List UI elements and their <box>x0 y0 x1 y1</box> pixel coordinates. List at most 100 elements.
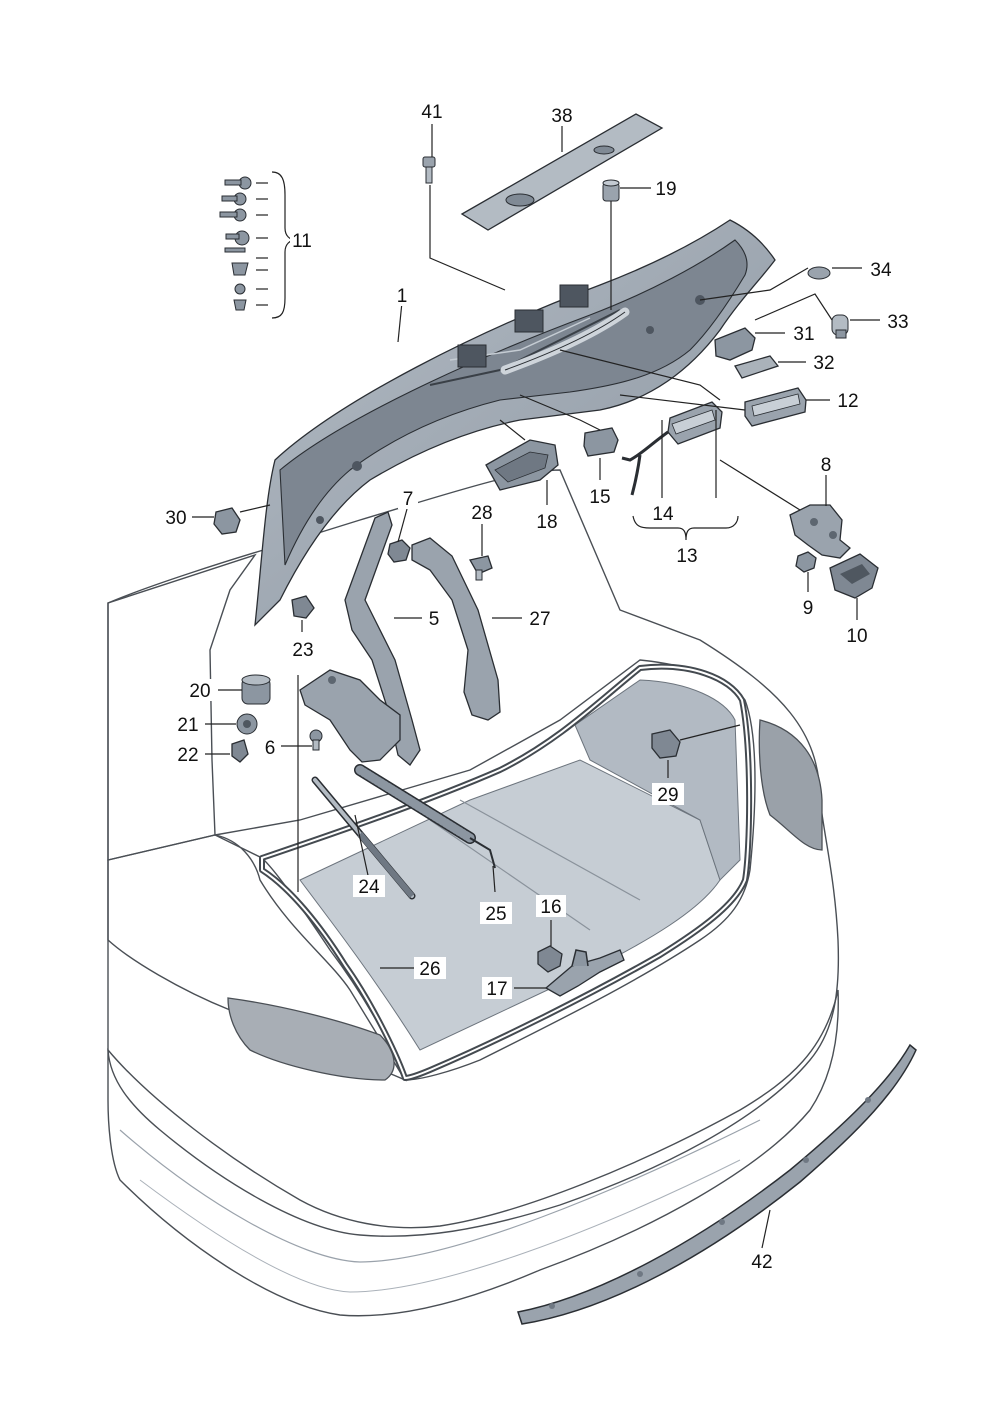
svg-text:19: 19 <box>655 179 676 200</box>
callout-30: 30 <box>160 506 192 529</box>
callout-21: 21 <box>172 713 204 736</box>
part-8-lock <box>789 504 851 559</box>
callout-labels: 1 5 6 7 8 9 10 11 12 13 14 15 16 17 18 1… <box>160 100 914 1273</box>
callout-33: 33 <box>882 310 914 333</box>
svg-text:38: 38 <box>551 106 572 127</box>
part-9-nut <box>795 551 817 573</box>
svg-text:27: 27 <box>529 609 550 630</box>
part-22-clip <box>231 739 249 763</box>
svg-text:29: 29 <box>657 785 678 806</box>
lid-hole <box>316 516 324 524</box>
callout-22: 22 <box>172 743 204 766</box>
svg-text:8: 8 <box>821 455 832 476</box>
svg-text:16: 16 <box>540 897 561 918</box>
svg-text:26: 26 <box>419 959 440 980</box>
bumper-crease <box>139 1159 741 1293</box>
callout-20: 20 <box>184 679 216 702</box>
part-11-leader-ticks <box>256 182 268 306</box>
part-5-hinge <box>344 511 421 766</box>
part-32-lamp-lens <box>734 355 780 379</box>
svg-text:12: 12 <box>837 391 858 412</box>
callout-16: 16 <box>536 895 566 918</box>
svg-text:9: 9 <box>803 598 814 619</box>
svg-text:14: 14 <box>652 504 674 525</box>
svg-text:25: 25 <box>485 904 506 925</box>
callout-14: 14 <box>648 502 678 525</box>
part-25-torsion-spring <box>354 764 496 869</box>
callout-11: 11 <box>290 229 316 252</box>
callout-5: 5 <box>425 607 443 630</box>
callout-9: 9 <box>798 596 818 619</box>
lid-opening <box>559 284 589 308</box>
part-28-buffer <box>468 555 493 581</box>
callout-7: 7 <box>398 487 418 510</box>
part-33-bulb-socket <box>831 314 849 339</box>
part-42-clips <box>549 1097 871 1309</box>
part-23-buffer <box>291 595 315 619</box>
callout-12: 12 <box>833 389 863 412</box>
part-42-rear-trim-strip <box>517 1043 917 1325</box>
svg-text:1: 1 <box>397 286 408 307</box>
part-11-fastener-set <box>219 176 252 311</box>
callout-18: 18 <box>532 510 562 533</box>
part-16-nut <box>537 945 563 973</box>
svg-text:11: 11 <box>292 231 312 252</box>
svg-text:24: 24 <box>358 877 380 898</box>
callout-15: 15 <box>585 485 615 508</box>
part-hinge-bracket <box>299 669 401 763</box>
svg-text:42: 42 <box>751 1252 772 1273</box>
part-7-nut <box>387 539 411 563</box>
svg-text:13: 13 <box>676 546 697 567</box>
part-19-bump-stop <box>602 179 620 202</box>
callout-42: 42 <box>746 1250 778 1273</box>
rear-bumper <box>107 989 839 1317</box>
lid-opening <box>514 309 544 333</box>
left-tail-light <box>227 997 395 1081</box>
trunk-lid <box>254 219 776 627</box>
part-15-clip <box>583 427 619 457</box>
part-34-cap <box>807 266 831 280</box>
part-30-clip <box>213 507 241 535</box>
svg-text:5: 5 <box>429 609 440 630</box>
svg-text:33: 33 <box>887 312 908 333</box>
svg-text:15: 15 <box>589 487 610 508</box>
part-31-holder <box>714 327 756 361</box>
car-rear-body <box>107 469 840 1317</box>
svg-text:21: 21 <box>177 715 198 736</box>
part-41-bolt <box>422 156 436 184</box>
trunk-lid-inner-frame <box>279 239 748 566</box>
svg-text:22: 22 <box>177 745 198 766</box>
right-tail-light <box>758 719 823 851</box>
svg-text:20: 20 <box>189 681 210 702</box>
lid-hole <box>646 326 654 334</box>
callout-32: 32 <box>808 351 840 374</box>
callout-1: 1 <box>393 284 411 307</box>
svg-text:32: 32 <box>813 353 834 374</box>
part-27-hinge-cover <box>411 537 501 721</box>
callout-6: 6 <box>260 736 280 759</box>
lid-inner-rib <box>429 309 621 386</box>
lid-opening <box>457 344 487 368</box>
part-29-buffer <box>651 729 681 759</box>
svg-text:6: 6 <box>265 738 276 759</box>
rear-deck <box>107 834 407 1082</box>
lid-hole <box>352 461 362 471</box>
part-20-bump-stop <box>241 674 271 705</box>
callout-26: 26 <box>414 957 446 980</box>
callout-23: 23 <box>287 638 319 661</box>
callout-34: 34 <box>865 258 897 281</box>
svg-text:30: 30 <box>165 508 186 529</box>
callout-8: 8 <box>816 453 836 476</box>
part-14-release-handle <box>621 401 723 496</box>
callout-24: 24 <box>353 875 385 898</box>
callout-38: 38 <box>546 104 578 127</box>
leader-lines <box>190 124 880 1249</box>
svg-text:17: 17 <box>486 979 507 1000</box>
callout-10: 10 <box>842 624 872 647</box>
left-rear-fender <box>107 553 257 861</box>
svg-text:7: 7 <box>403 489 414 510</box>
part-6-bolt <box>309 729 323 751</box>
part-38-slot <box>505 193 535 207</box>
callout-29: 29 <box>652 783 684 806</box>
